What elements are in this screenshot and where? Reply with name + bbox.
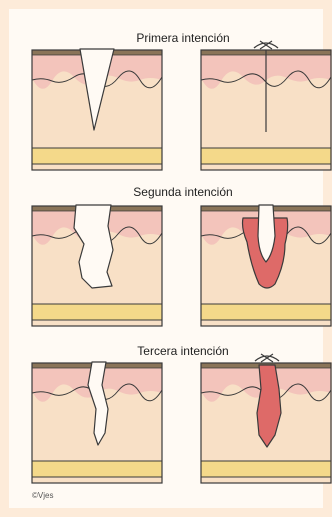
row-title-tercera: Tercera intención bbox=[137, 344, 228, 358]
panel-tercera-open-wound bbox=[32, 362, 162, 483]
row-title-segunda: Segunda intención bbox=[133, 185, 232, 199]
panel-segunda-open-wound bbox=[32, 205, 162, 326]
panel-tercera-delayed-closure bbox=[201, 354, 331, 483]
panel-primera-sutured bbox=[201, 41, 331, 170]
image-credit: ©Vjes bbox=[32, 491, 53, 500]
panel-primera-open-wound bbox=[32, 49, 162, 170]
panel-segunda-granulation bbox=[201, 205, 331, 326]
row-title-primera: Primera intención bbox=[136, 31, 229, 45]
